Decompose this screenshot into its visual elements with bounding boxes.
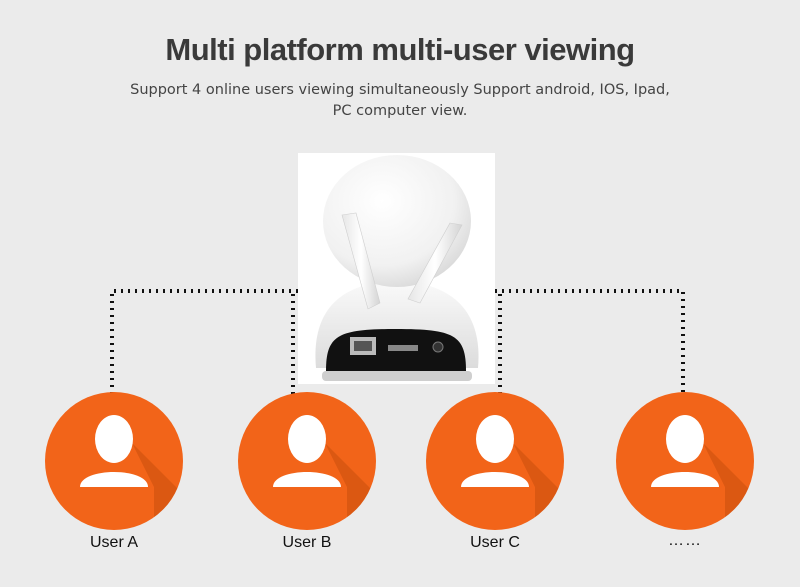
connector-line-user-a: [112, 291, 298, 394]
user-avatar-icon: [425, 391, 565, 531]
user-label-c: User C: [425, 534, 565, 552]
user-avatar-icon: [615, 391, 755, 531]
user-avatar-icon: [237, 391, 377, 531]
user-label-a: User A: [44, 534, 184, 552]
user-label-more: ……: [615, 532, 755, 550]
user-avatar-icon: [44, 391, 184, 531]
ip-camera-image: [298, 153, 495, 384]
connector-line-user-d: [495, 291, 683, 394]
camera-panel: [298, 153, 495, 384]
user-label-b: User B: [237, 534, 377, 552]
